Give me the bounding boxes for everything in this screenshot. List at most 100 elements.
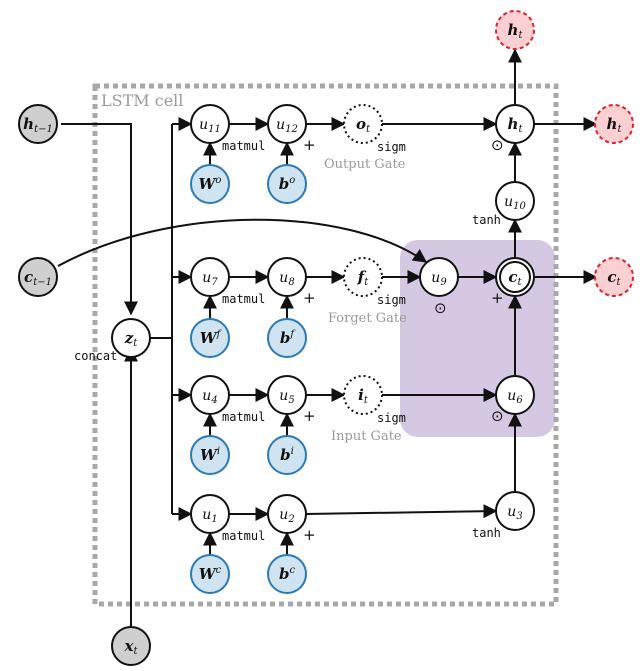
edge-u2-u3 — [305, 504, 498, 519]
matmul-label-input: matmul — [222, 410, 265, 424]
node-candidate-matmul-label: u1 — [202, 507, 217, 525]
node-input-gate: it — [343, 375, 383, 415]
node-h-label: ht — [508, 115, 524, 135]
node-forget-gate: ft — [343, 257, 383, 297]
node-input-matmul: u4 — [190, 375, 230, 415]
node-forget-add-label: u8 — [279, 270, 294, 288]
node-output-weight-circle — [190, 164, 230, 204]
node-output-weight-label: Wo — [199, 175, 222, 193]
node-input-weight-label: Wi — [200, 446, 220, 464]
node-h-out-top-label: ht — [508, 21, 524, 41]
node-output-bias-label: bo — [279, 175, 296, 193]
node-output-matmul-label: u11 — [199, 117, 221, 135]
node-h-prev-circle — [18, 104, 58, 144]
node-u10-circle — [495, 181, 535, 221]
node-forget-gate-circle — [343, 257, 383, 297]
node-c-prev-circle — [18, 257, 58, 297]
sigm-label-input: sigm — [377, 411, 406, 425]
sigm-label-forget: sigm — [377, 293, 406, 307]
node-candidate-bias: bc — [267, 554, 307, 594]
node-candidate-bias-circle — [267, 554, 307, 594]
caption-input-gate: Input Gate — [331, 429, 402, 444]
node-u6: u6 — [495, 375, 535, 415]
node-forget-matmul-label: u7 — [202, 270, 218, 288]
hadamard-label-u9: ⊙ — [434, 299, 447, 317]
node-input-add: u5 — [267, 375, 307, 415]
node-forget-bias: bf — [267, 318, 307, 358]
node-u3: u3 — [495, 491, 535, 531]
tanh-label-u10: tanh — [472, 213, 501, 227]
node-h: ht — [495, 104, 535, 144]
matmul-label-forget: matmul — [222, 292, 265, 306]
node-candidate-weight-label: Wc — [199, 565, 222, 583]
node-candidate-matmul-circle — [190, 494, 230, 534]
concat-label: concat — [74, 349, 117, 363]
node-candidate-add: u2 — [267, 494, 307, 534]
node-c-out-right-label: ct — [607, 268, 621, 288]
node-input-weight: Wi — [190, 435, 230, 475]
node-candidate-matmul: u1 — [190, 494, 230, 534]
edge-cprev-u9 — [57, 218, 428, 267]
node-input-add-label: u5 — [279, 388, 294, 406]
node-output-gate-label: ot — [356, 115, 371, 135]
node-x-label: xt — [124, 637, 139, 657]
lstm-cell-title: LSTM cell — [101, 91, 183, 110]
node-c: ct — [495, 257, 535, 297]
tanh-label-u3: tanh — [472, 526, 501, 540]
node-candidate-weight: Wc — [190, 554, 230, 594]
node-forget-bias-circle — [267, 318, 307, 358]
node-forget-matmul-circle — [190, 257, 230, 297]
node-output-bias-circle — [267, 164, 307, 204]
node-c-out-right: ct — [594, 257, 634, 297]
node-input-bias-circle — [267, 435, 307, 475]
node-candidate-bias-label: bc — [279, 565, 296, 583]
node-output-gate: ot — [343, 104, 383, 144]
node-forget-gate-label: ft — [357, 268, 369, 288]
node-input-weight-circle — [190, 435, 230, 475]
matmul-label-candidate: matmul — [222, 529, 265, 543]
node-output-add: u12 — [267, 104, 307, 144]
node-output-matmul-circle — [190, 104, 230, 144]
node-c-prev-label: ct−1 — [24, 268, 52, 288]
node-z-label: zt — [124, 329, 139, 349]
node-u3-circle — [495, 491, 535, 531]
edges — [57, 48, 598, 627]
node-output-bias: bo — [267, 164, 307, 204]
node-u10-label: u10 — [504, 194, 526, 212]
node-x: xt — [111, 626, 151, 666]
node-u3-label: u3 — [507, 504, 522, 522]
node-forget-add-circle — [267, 257, 307, 297]
node-h-circle — [495, 104, 535, 144]
node-output-gate-circle — [343, 104, 383, 144]
node-output-matmul: u11 — [190, 104, 230, 144]
node-forget-matmul: u7 — [190, 257, 230, 297]
node-forget-add: u8 — [267, 257, 307, 297]
node-c-circle — [495, 257, 535, 297]
node-z: zt — [111, 318, 151, 358]
node-c-label: ct — [508, 268, 522, 288]
node-input-matmul-label: u4 — [202, 388, 217, 406]
matmul-label-output: matmul — [222, 139, 265, 153]
node-output-add-circle — [267, 104, 307, 144]
edge-hprev-z — [61, 123, 138, 316]
node-u9-label: u9 — [431, 270, 447, 288]
node-input-bias: bi — [267, 435, 307, 475]
plus-label-output: + — [303, 136, 316, 154]
operation-labels: concat matmul + sigm Output Gate matmul … — [74, 136, 504, 544]
node-forget-bias-label: bf — [280, 329, 297, 347]
node-h-out-right-circle — [594, 104, 634, 144]
plus-label-forget: + — [303, 289, 316, 307]
lstm-cell-frame — [92, 83, 559, 607]
node-h-prev: ht−1 — [18, 104, 58, 144]
node-output-weight: Wo — [190, 164, 230, 204]
node-u10: u10 — [495, 181, 535, 221]
node-candidate-add-label: u2 — [279, 507, 294, 525]
node-h-out-top-circle — [495, 10, 535, 50]
sigm-label-output: sigm — [377, 140, 406, 154]
node-input-bias-label: bi — [280, 446, 294, 464]
node-h-out-top: ht — [495, 10, 535, 50]
hadamard-label-u6: ⊙ — [491, 407, 504, 425]
hadamard-label-h: ⊙ — [491, 136, 504, 154]
